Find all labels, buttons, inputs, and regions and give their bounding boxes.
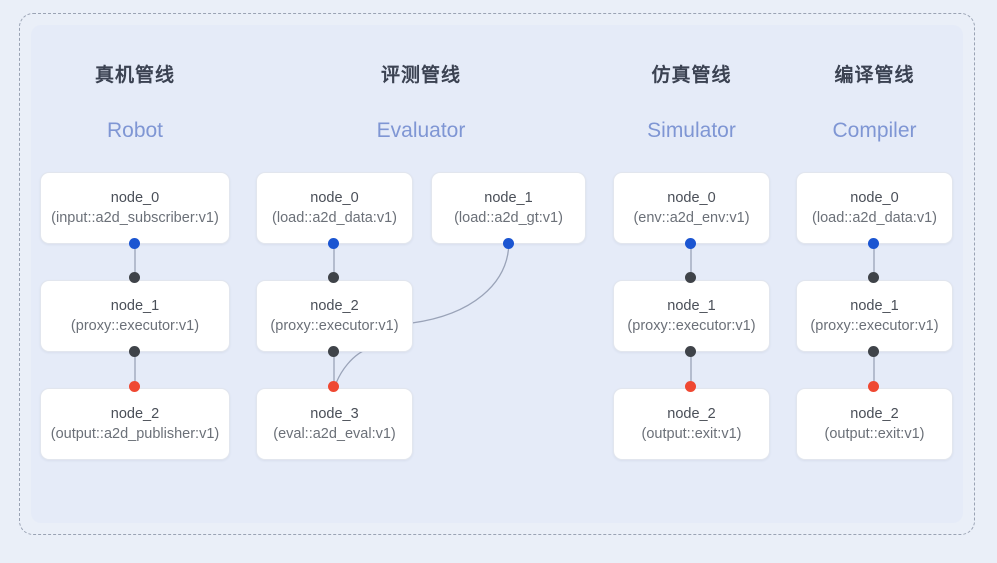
node-label-name: node_1 xyxy=(850,298,899,314)
column-title-en-compiler: Compiler xyxy=(832,119,917,142)
port-out-evaluator-node_2[interactable] xyxy=(328,346,339,357)
port-in-compiler-node_1[interactable] xyxy=(868,272,879,283)
node-evaluator-node_0[interactable]: node_0 (load::a2d_data:v1) xyxy=(256,172,413,244)
port-in-robot-node_2[interactable] xyxy=(129,381,140,392)
port-in-robot-node_1[interactable] xyxy=(129,272,140,283)
port-out-robot-node_1[interactable] xyxy=(129,346,140,357)
node-label-type: (proxy::executor:v1) xyxy=(270,318,399,334)
port-out-compiler-node_0[interactable] xyxy=(868,238,879,249)
column-title-cn-evaluator: 评测管线 xyxy=(380,65,461,86)
node-label-name: node_2 xyxy=(110,406,160,422)
node-evaluator-node_1-gt[interactable]: node_1 (load::a2d_gt:v1) xyxy=(431,172,586,244)
column-title-cn-compiler: 编译管线 xyxy=(834,65,915,86)
node-robot-node_0[interactable]: node_0 (input::a2d_subscriber:v1) xyxy=(40,172,230,244)
column-title-en-robot: Robot xyxy=(106,119,164,142)
column-title-cn-robot: 真机管线 xyxy=(94,65,175,86)
column-title-en-simulator: Simulator xyxy=(647,119,736,142)
port-in-evaluator-node_2[interactable] xyxy=(328,272,339,283)
node-label-name: node_3 xyxy=(310,406,359,422)
node-label-name: node_2 xyxy=(310,298,359,314)
node-evaluator-node_3[interactable]: node_3 (eval::a2d_eval:v1) xyxy=(256,388,413,460)
node-label-name: node_2 xyxy=(850,406,899,422)
port-in-evaluator-node_3[interactable] xyxy=(328,381,339,392)
column-header-evaluator: 评测管线 Evaluator xyxy=(256,60,586,143)
node-label-name: node_1 xyxy=(667,298,716,314)
node-evaluator-node_2[interactable]: node_2 (proxy::executor:v1) xyxy=(256,280,413,352)
column-title-cn-simulator: 仿真管线 xyxy=(651,65,732,86)
node-label-type: (load::a2d_data:v1) xyxy=(272,210,397,226)
port-in-compiler-node_2[interactable] xyxy=(868,381,879,392)
node-label-type: (proxy::executor:v1) xyxy=(70,318,200,334)
port-out-compiler-node_1[interactable] xyxy=(868,346,879,357)
column-header-robot: 真机管线 Robot xyxy=(40,60,230,143)
node-compiler-node_0[interactable]: node_0 (load::a2d_data:v1) xyxy=(796,172,953,244)
column-title-en-evaluator: Evaluator xyxy=(376,119,466,142)
node-label-type: (env::a2d_env:v1) xyxy=(633,210,750,226)
node-compiler-node_2[interactable]: node_2 (output::exit:v1) xyxy=(796,388,953,460)
node-label-type: (load::a2d_gt:v1) xyxy=(454,210,563,226)
port-out-simulator-node_0[interactable] xyxy=(685,238,696,249)
node-label-name: node_1 xyxy=(110,298,160,314)
column-header-compiler: 编译管线 Compiler xyxy=(796,60,953,143)
node-label-name: node_1 xyxy=(484,190,533,206)
port-out-evaluator-node_0[interactable] xyxy=(328,238,339,249)
node-label-name: node_0 xyxy=(310,190,359,206)
port-out-evaluator-node_1-gt[interactable] xyxy=(503,238,514,249)
port-in-simulator-node_1[interactable] xyxy=(685,272,696,283)
diagram-dashed-border xyxy=(19,13,975,535)
port-out-simulator-node_1[interactable] xyxy=(685,346,696,357)
node-label-type: (proxy::executor:v1) xyxy=(627,318,756,334)
node-robot-node_1[interactable]: node_1 (proxy::executor:v1) xyxy=(40,280,230,352)
node-label-name: node_0 xyxy=(110,190,160,206)
node-label-type: (output::a2d_publisher:v1) xyxy=(50,426,220,442)
node-label-type: (output::exit:v1) xyxy=(641,426,742,442)
port-in-simulator-node_2[interactable] xyxy=(685,381,696,392)
node-label-type: (input::a2d_subscriber:v1) xyxy=(51,210,219,226)
node-label-name: node_2 xyxy=(667,406,716,422)
node-simulator-node_1[interactable]: node_1 (proxy::executor:v1) xyxy=(613,280,770,352)
node-label-type: (load::a2d_data:v1) xyxy=(812,210,937,226)
column-header-simulator: 仿真管线 Simulator xyxy=(613,60,770,143)
node-simulator-node_0[interactable]: node_0 (env::a2d_env:v1) xyxy=(613,172,770,244)
node-label-name: node_0 xyxy=(850,190,899,206)
node-simulator-node_2[interactable]: node_2 (output::exit:v1) xyxy=(613,388,770,460)
node-label-type: (proxy::executor:v1) xyxy=(810,318,939,334)
node-robot-node_2[interactable]: node_2 (output::a2d_publisher:v1) xyxy=(40,388,230,460)
node-compiler-node_1[interactable]: node_1 (proxy::executor:v1) xyxy=(796,280,953,352)
node-label-name: node_0 xyxy=(667,190,716,206)
node-label-type: (output::exit:v1) xyxy=(824,426,925,442)
node-label-type: (eval::a2d_eval:v1) xyxy=(273,426,396,442)
port-out-robot-node_0[interactable] xyxy=(129,238,140,249)
